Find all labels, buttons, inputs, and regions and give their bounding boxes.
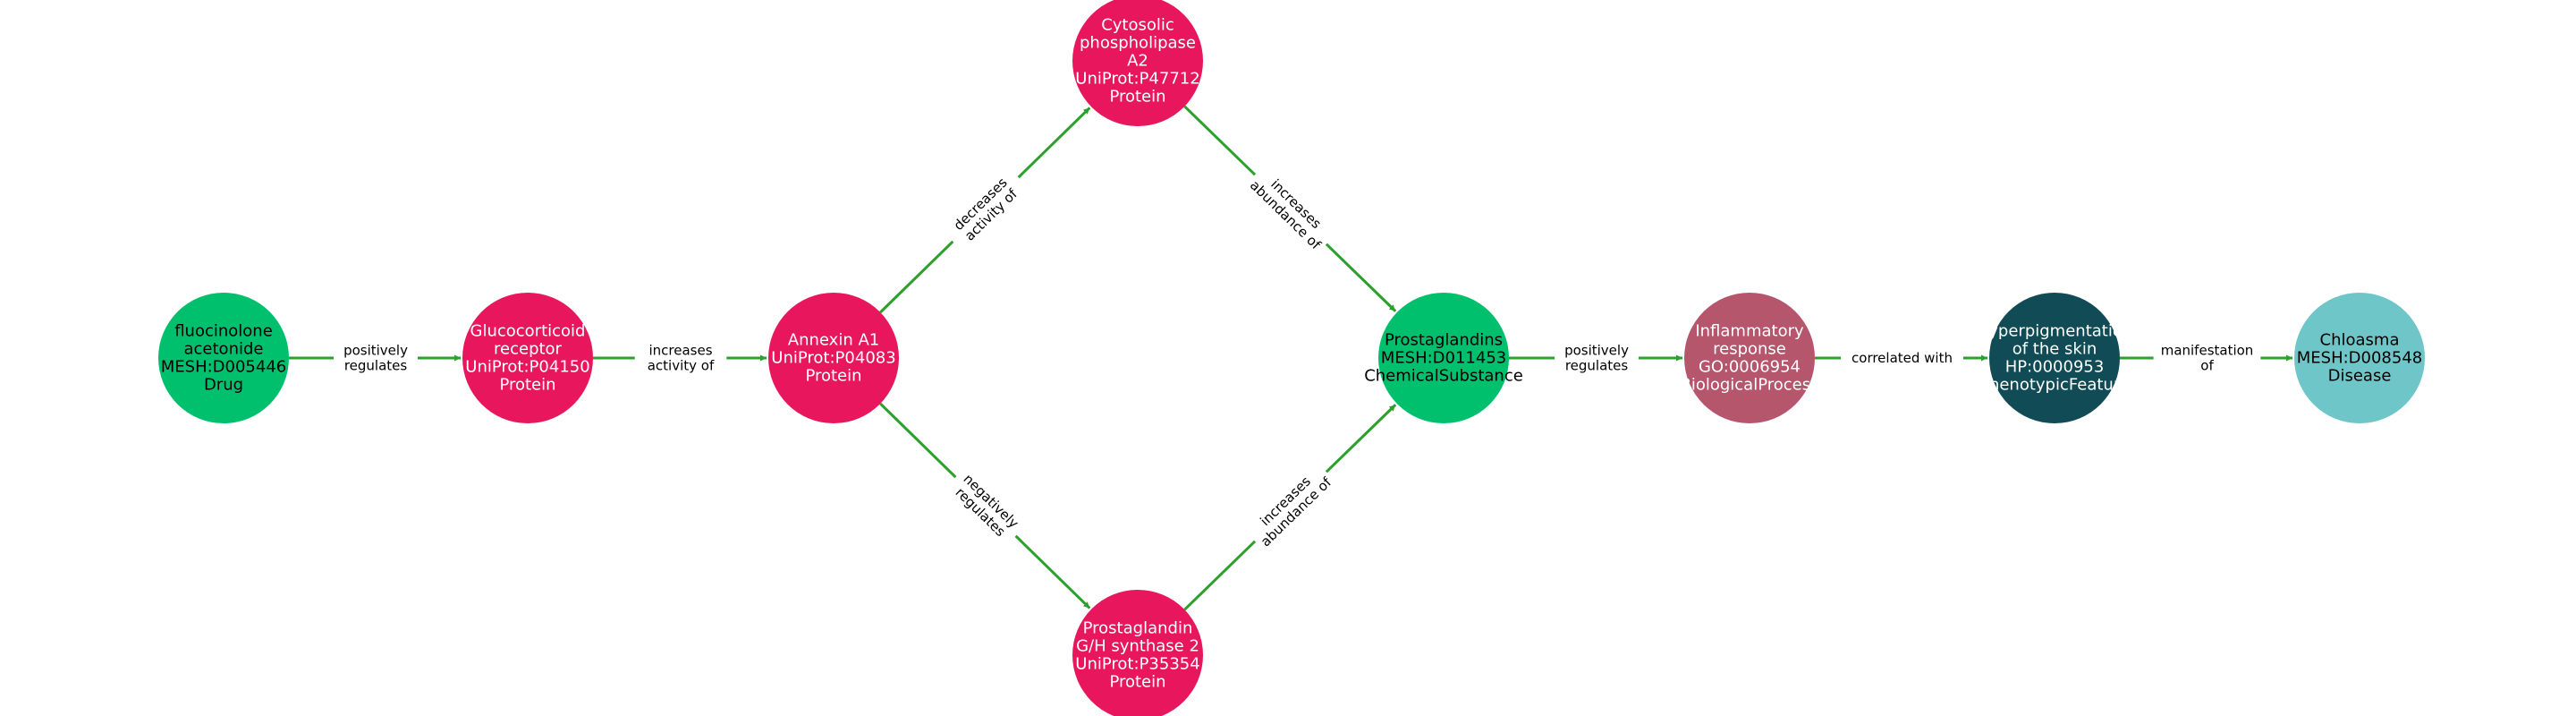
- node-label-line: Chloasma: [2320, 331, 2400, 350]
- node-label-line: Disease: [2328, 367, 2392, 386]
- node-circle: [768, 293, 899, 423]
- node-label-line: Cytosolic: [1101, 16, 1174, 35]
- node-circle: [462, 293, 593, 423]
- node-cpla2[interactable]: CytosolicphospholipaseA2UniProt:P47712Pr…: [1072, 0, 1203, 126]
- edge-label-background: [334, 341, 418, 375]
- node-label-line: Drug: [204, 376, 243, 395]
- node-circle: [2294, 293, 2425, 423]
- node-label-line: receptor: [494, 340, 563, 359]
- node-label-line: MESH:D011453: [1381, 349, 1507, 368]
- edge-label-line: of: [2200, 358, 2214, 374]
- node-label-line: Protein: [805, 367, 861, 386]
- node-label-line: acetonide: [184, 340, 264, 359]
- edge-label-line: activity of: [648, 358, 715, 374]
- node-circle: [1989, 293, 2120, 423]
- edge-label: correlated with: [1841, 348, 1963, 368]
- node-label-line: UniProt:P04083: [771, 349, 895, 368]
- edge-label-background: [944, 465, 1028, 549]
- node-label-line: Hyperpigmentation: [1977, 322, 2133, 341]
- node-label-line: phospholipase: [1080, 34, 1196, 53]
- node-label-line: A2: [1127, 52, 1148, 71]
- node-label-line: Prostaglandin: [1083, 619, 1193, 638]
- edge-label-line: positively: [343, 343, 408, 359]
- node-label-line: Protein: [499, 376, 555, 395]
- node-prostaglandins[interactable]: ProstaglandinsMESH:D011453ChemicalSubsta…: [1364, 293, 1523, 423]
- node-label-line: UniProt:P04150: [465, 358, 589, 377]
- node-label-line: GO:0006954: [1699, 358, 1801, 377]
- edge-label-background: [1555, 341, 1639, 375]
- node-glucocorticoid[interactable]: GlucocorticoidreceptorUniProt:P04150Prot…: [462, 293, 593, 423]
- node-label-line: Inflammatory: [1695, 322, 1804, 341]
- node-circle: [158, 293, 289, 423]
- node-circle: [1684, 293, 1815, 423]
- edge-label-line: regulates: [1565, 358, 1629, 374]
- node-label-line: UniProt:P35354: [1075, 655, 1199, 674]
- node-label-line: Annexin A1: [788, 331, 879, 350]
- edge-label-background: [1242, 459, 1339, 554]
- node-inflammatory[interactable]: InflammatoryresponseGO:0006954Biological…: [1680, 293, 1819, 423]
- node-label-line: G/H synthase 2: [1076, 637, 1199, 656]
- node-circle: [1072, 0, 1203, 126]
- edge-label-line: positively: [1564, 343, 1629, 359]
- node-label-line: UniProt:P47712: [1075, 70, 1199, 89]
- node-label-line: fluocinolone: [174, 322, 273, 341]
- edge-label-line: correlated with: [1852, 350, 1953, 366]
- node-label-line: BiologicalProcess: [1680, 376, 1818, 395]
- node-label-line: Prostaglandins: [1385, 331, 1503, 350]
- edge-label-background: [1841, 348, 1963, 368]
- edge-label-line: increases: [648, 343, 712, 359]
- node-label-line: of the skin: [2012, 340, 2097, 359]
- node-label-line: Glucocorticoid: [470, 322, 586, 341]
- edge-label-background: [2153, 341, 2261, 375]
- node-label-line: MESH:D005446: [161, 358, 287, 377]
- node-circle: [1072, 590, 1203, 716]
- edge-label-line: regulates: [344, 358, 408, 374]
- node-label-line: PhenotypicFeature: [1979, 376, 2130, 395]
- node-label-line: Protein: [1109, 673, 1165, 692]
- edge-label-background: [1242, 162, 1339, 257]
- node-label-line: Protein: [1109, 88, 1165, 107]
- node-label-line: response: [1713, 340, 1786, 359]
- edge-label-background: [941, 165, 1030, 254]
- node-label-line: HP:0000953: [2005, 358, 2105, 377]
- edge-label-line: manifestation: [2161, 343, 2254, 359]
- node-label-line: MESH:D008548: [2297, 349, 2423, 368]
- node-label-line: ChemicalSubstance: [1364, 367, 1523, 386]
- node-circle: [1378, 293, 1509, 423]
- edge-label-background: [634, 341, 727, 375]
